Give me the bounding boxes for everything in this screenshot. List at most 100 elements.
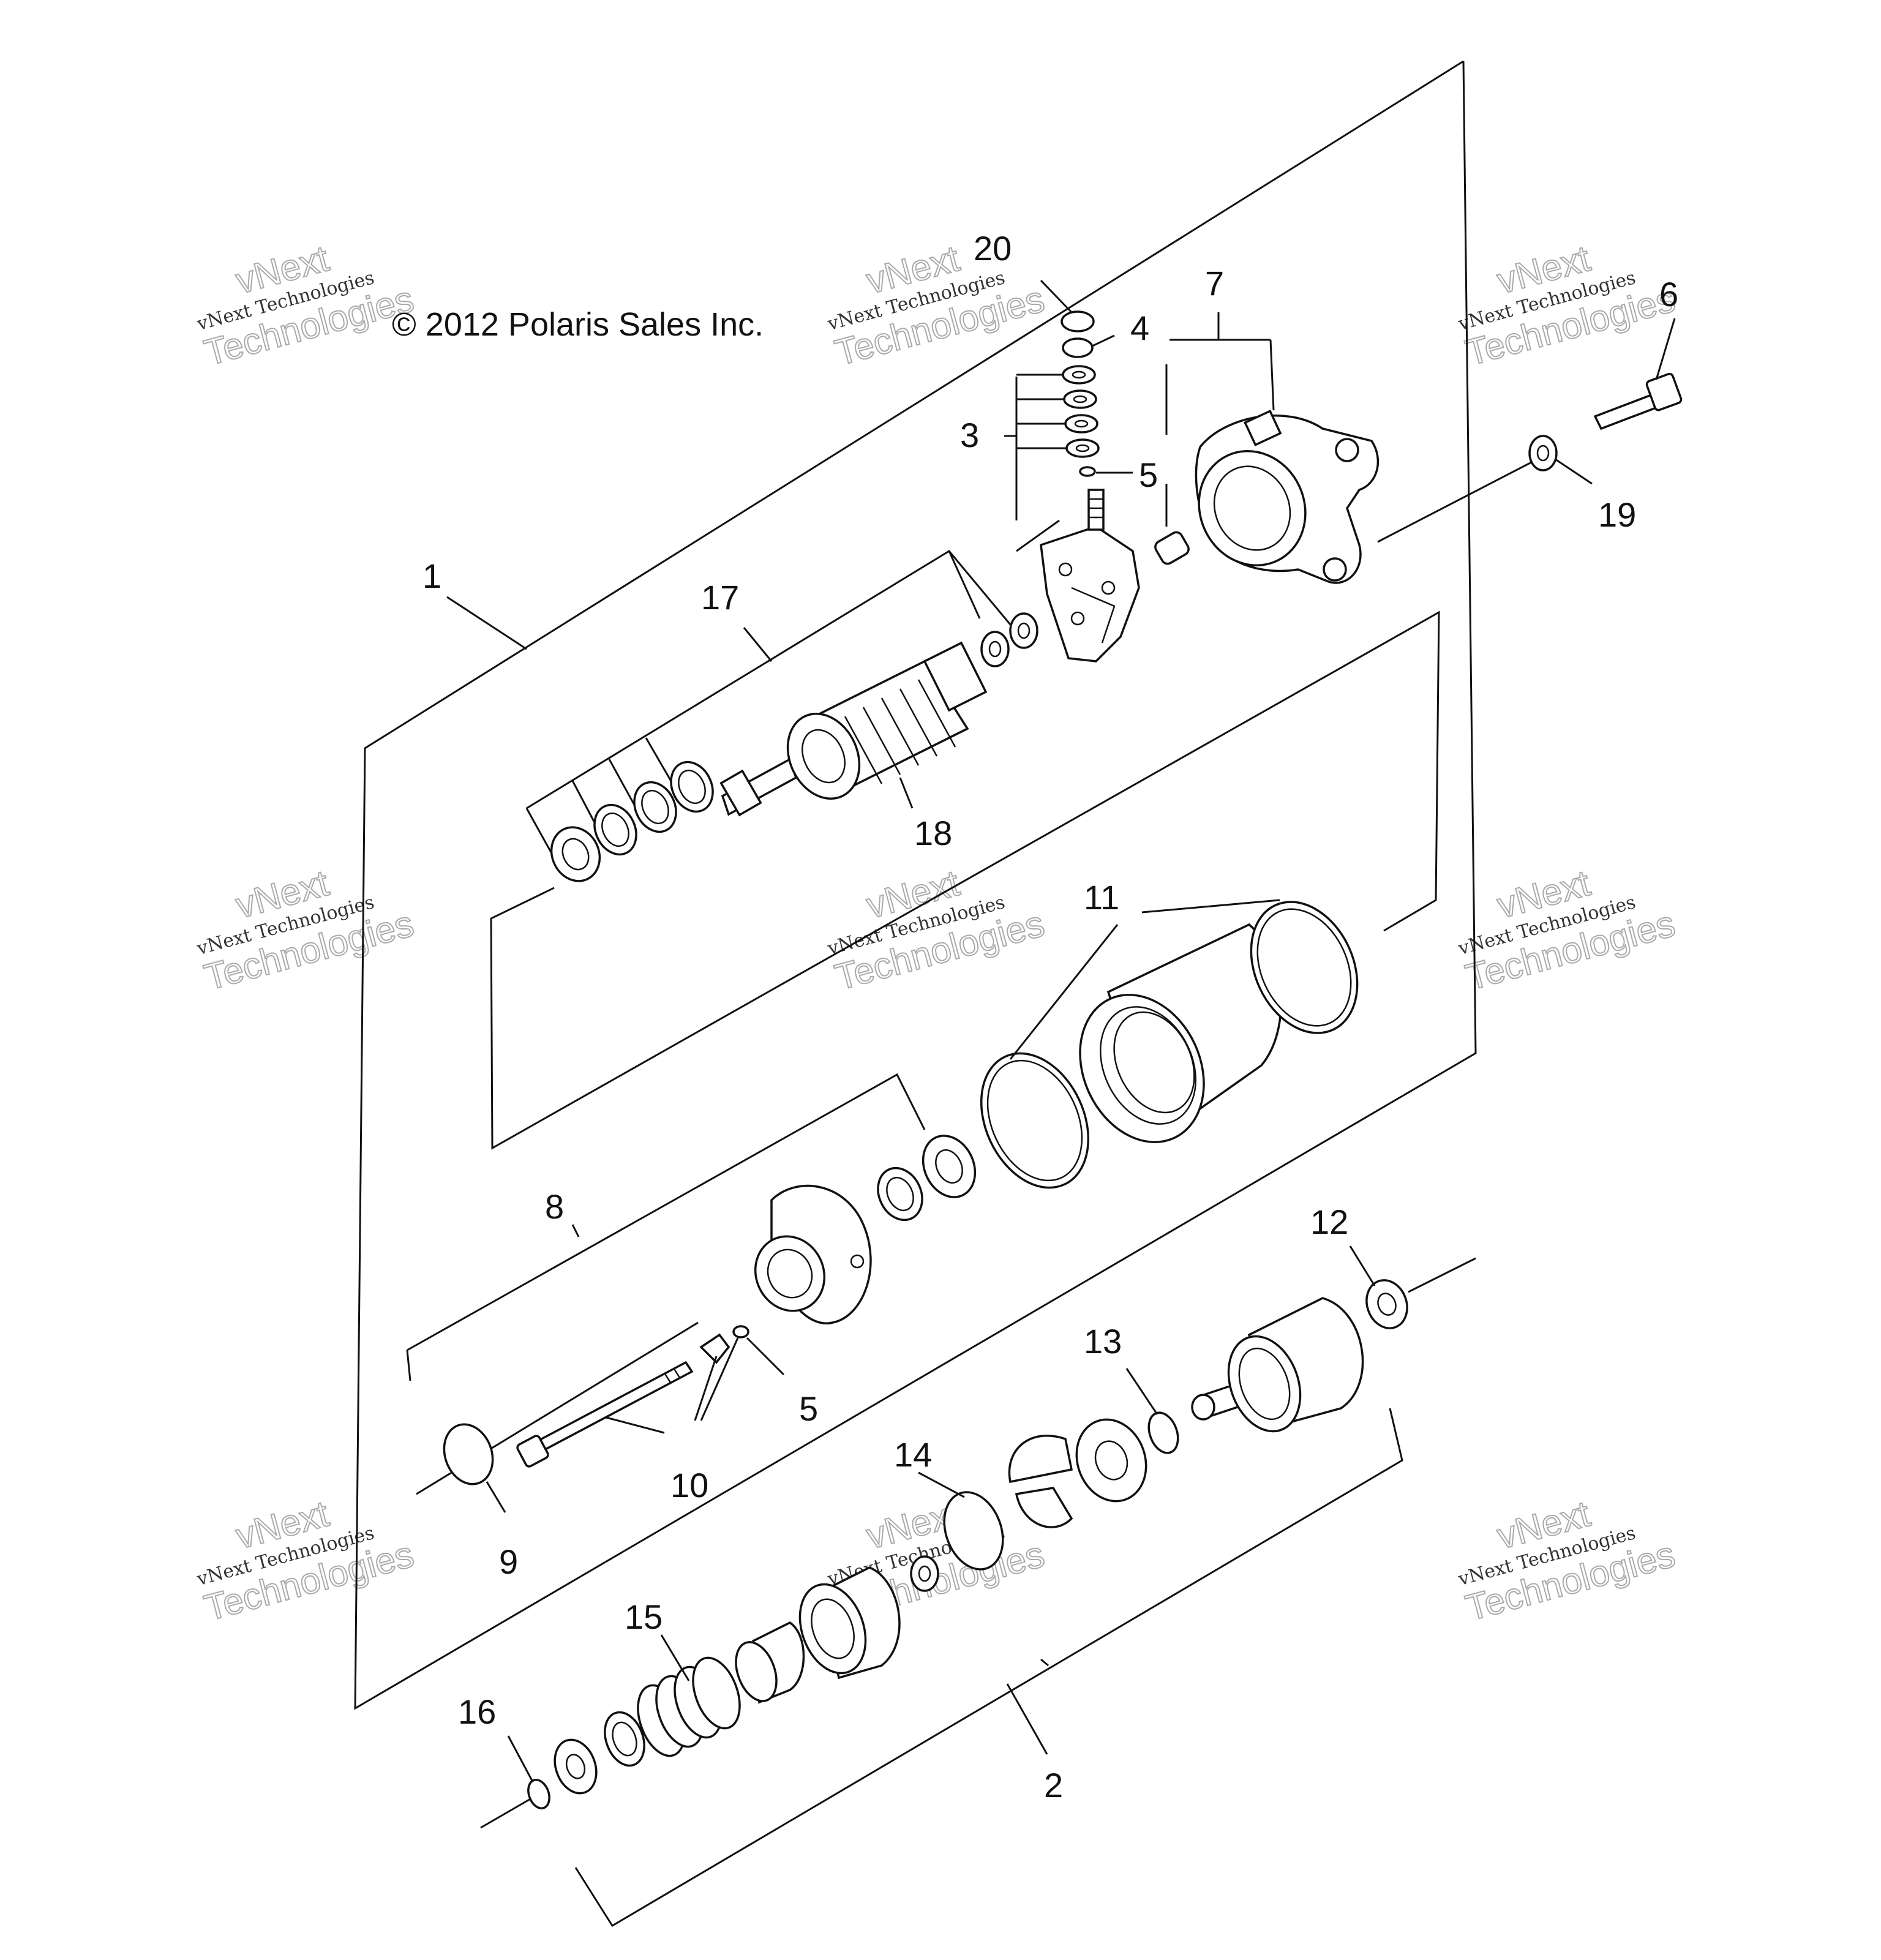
leader-1 (446, 596, 527, 650)
leader-9 (486, 1481, 506, 1513)
leader-19 (1555, 458, 1593, 485)
callout-14: 14 (894, 1435, 932, 1474)
watermark-mid-right: vNext vNext Technologies Technologies (1455, 862, 1680, 999)
part-split-collar (1008, 1435, 1073, 1528)
leader-17-e (948, 550, 1012, 625)
part-19-washer (1528, 435, 1558, 471)
watermark-group: vNext vNext Technologies Technologies vN… (194, 237, 1680, 1629)
callout-16: 16 (458, 1692, 496, 1731)
leader-16 (507, 1735, 534, 1782)
leader-4 (1092, 334, 1115, 347)
part-11-yoke-housing (1079, 923, 1282, 1143)
callout-3: 3 (960, 416, 979, 454)
callout-7: 7 (1205, 264, 1224, 302)
part-5-oring-top (1079, 466, 1096, 477)
part-gear-shaft (1191, 1297, 1364, 1433)
watermark-mid-center: vNext vNext Technologies Technologies (825, 862, 1049, 999)
part-6-bolt (1593, 372, 1683, 430)
callout-19: 19 (1598, 495, 1636, 534)
frame-assembly-1 (354, 60, 1477, 1710)
frame-inner-bracket (490, 610, 1440, 1150)
watermark-mid-left: vNext vNext Technologies Technologies (194, 862, 418, 999)
part-13-clip (1147, 1411, 1179, 1454)
callout-8: 8 (545, 1187, 564, 1226)
part-20-nut (1061, 310, 1095, 332)
assembly-frames (354, 60, 1477, 1928)
watermark-top-left: vNext vNext Technologies Technologies (194, 237, 418, 374)
part-9-cap (443, 1423, 494, 1485)
callout-4: 4 (1130, 309, 1149, 347)
leader-18 (899, 777, 914, 809)
part-11-seal-right (1250, 901, 1359, 1034)
leader-10-c (700, 1337, 739, 1421)
part-8-front-housing (754, 1184, 872, 1325)
leader-11-left (1009, 924, 1119, 1060)
watermark-top-center: vNext vNext Technologies Technologies (825, 237, 1049, 374)
part-16-clip (527, 1779, 550, 1809)
axis-bolt-6 (1377, 452, 1550, 543)
part-sleeve (735, 1621, 805, 1704)
callout-10: 10 (670, 1466, 708, 1504)
callout-18: 18 (914, 814, 952, 852)
leader-20 (1040, 279, 1073, 314)
callout-12: 12 (1310, 1203, 1348, 1241)
part-bushing (1154, 531, 1190, 565)
part-brush-holder (1040, 489, 1140, 663)
leader-15 (660, 1634, 690, 1681)
callout-6: 6 (1659, 275, 1678, 314)
watermark-bottom-right: vNext vNext Technologies Technologies (1455, 1492, 1680, 1629)
part-17-washer-right-b (1009, 612, 1038, 649)
watermark-bottom-left: vNext vNext Technologies Technologies (194, 1492, 418, 1629)
axis-drive-left (480, 1793, 539, 1829)
frame-bracket-8 (406, 1350, 411, 1381)
leader-lines (446, 279, 1676, 1782)
leader-13 (1125, 1368, 1158, 1415)
part-10-through-bolt (516, 1361, 694, 1468)
frame-bracket-8-top (407, 1073, 926, 1351)
callout-1: 1 (422, 557, 441, 595)
part-4-nut (1062, 337, 1094, 358)
part-18-armature (719, 641, 988, 817)
callout-labels: 1 2 3 4 5 5 6 7 8 9 10 11 12 13 14 15 16… (422, 229, 1678, 1804)
part-14-ring (943, 1491, 1004, 1571)
leader-3-bracket (1016, 519, 1060, 552)
parts (443, 310, 1683, 1809)
leader-17 (743, 627, 773, 662)
callout-15: 15 (625, 1598, 663, 1636)
part-14-small-washer (910, 1555, 939, 1592)
part-5-oring-bottom (732, 1325, 749, 1339)
leader-6 (1655, 318, 1676, 380)
leader-14 (918, 1471, 965, 1498)
part-10-lock-washer (699, 1333, 730, 1364)
leader-10-a (606, 1416, 665, 1434)
part-12-washer (1365, 1279, 1408, 1329)
part-17-washers-left (550, 760, 714, 882)
leader-10-b (694, 1356, 718, 1421)
callout-11: 11 (1084, 878, 1119, 917)
copyright-text: © 2012 Polaris Sales Inc. (392, 306, 764, 343)
leader-12 (1349, 1245, 1376, 1286)
leader-11-right (1141, 899, 1280, 914)
frame-drive-assembly-2 (574, 1408, 1403, 1928)
watermark-top-right: vNext vNext Technologies Technologies (1455, 237, 1680, 374)
part-17-washer-right-a (980, 631, 1010, 667)
part-needle-bearing (877, 1166, 923, 1222)
part-7-end-cap (1195, 409, 1380, 584)
callout-2: 2 (1044, 1766, 1063, 1804)
callout-5-top: 5 (1139, 456, 1158, 494)
leader-8 (571, 1224, 580, 1237)
part-15-spring (637, 1656, 741, 1757)
part-spacer-washer (1075, 1418, 1147, 1503)
callout-13: 13 (1084, 1322, 1122, 1361)
assembly-axes (416, 452, 1550, 1829)
part-11-seal-left (980, 1052, 1090, 1189)
part-pinion-clutch (798, 1566, 901, 1680)
leader-2 (1006, 1683, 1048, 1755)
callout-17: 17 (701, 578, 739, 617)
callout-5-bottom: 5 (799, 1389, 818, 1428)
callout-9: 9 (499, 1542, 518, 1581)
axis-drive-right (1408, 1257, 1476, 1293)
part-3-washers (1062, 365, 1100, 458)
part-drive-washer-b (554, 1738, 598, 1795)
